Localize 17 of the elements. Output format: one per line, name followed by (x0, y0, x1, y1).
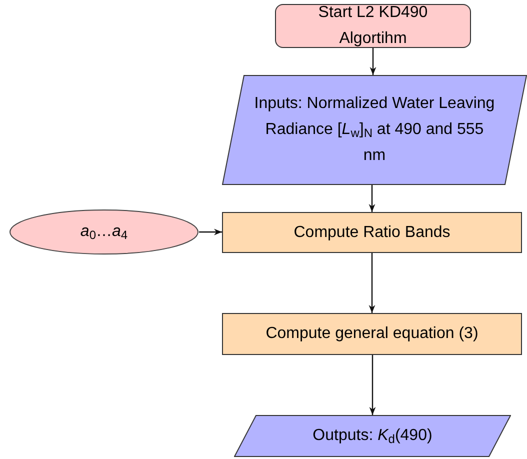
node-text: Start L2 KD490 Algortihm (317, 3, 429, 49)
parameter-ellipse (9, 209, 199, 255)
arrow (369, 355, 376, 415)
arrow (370, 48, 376, 75)
process-box (222, 212, 522, 253)
process-box (222, 313, 522, 355)
start-terminal (275, 4, 471, 48)
node-text: Inputs: Normalized Water Leaving Radiance [L$_{w}$]$_{N}$ at 490 and 555 nm (253, 94, 496, 166)
node-text: Compute general equation (3) (264, 324, 480, 344)
arrow (199, 228, 222, 236)
node-text: a$_{0}$…a$_{4}$ (79, 222, 129, 244)
arrow (368, 253, 376, 313)
output-parallelogram (234, 415, 511, 457)
arrow (368, 185, 376, 212)
input-parallelogram (222, 75, 527, 185)
node-text: Compute Ratio Bands (292, 222, 452, 242)
node-text: Outputs: K$_{d}$(490) (312, 426, 434, 448)
